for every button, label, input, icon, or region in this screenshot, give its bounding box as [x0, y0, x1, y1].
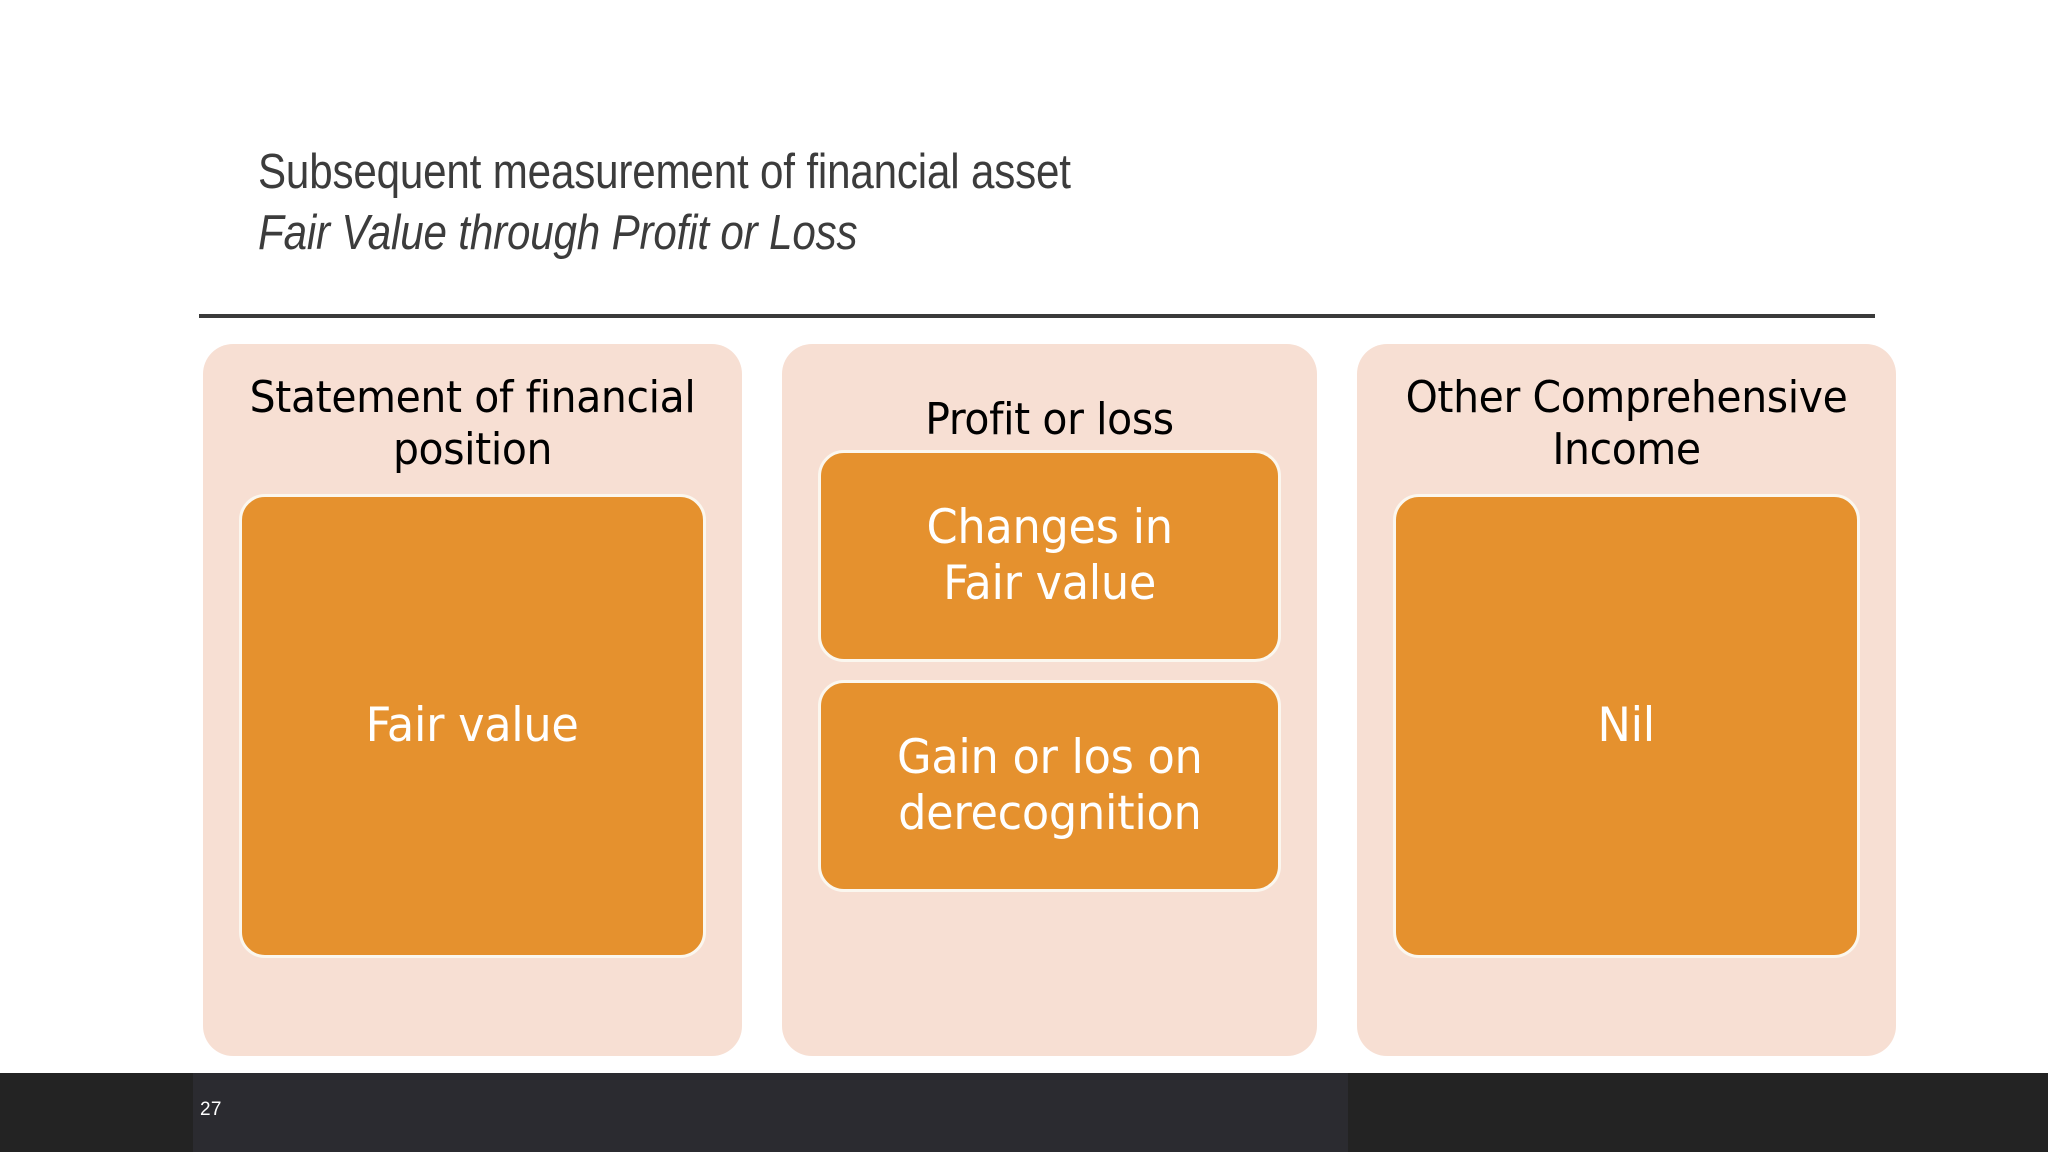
- value-box-label: Fair value: [365, 697, 580, 753]
- value-box-label: Changes in Fair value: [926, 499, 1173, 611]
- page-number: 27: [200, 1099, 222, 1120]
- column-card-profit-or-loss: Profit or loss Changes in Fair value Gai…: [782, 344, 1317, 1056]
- column-box-stack: Nil: [1357, 476, 1896, 1026]
- columns-container: Statement of financial position Fair val…: [203, 344, 1896, 1056]
- column-heading: Other Comprehensive Income: [1405, 372, 1848, 475]
- value-box-nil: Nil: [1393, 493, 1860, 958]
- page-title: Subsequent measurement of financial asse…: [258, 145, 1071, 199]
- value-box-label: Nil: [1597, 697, 1656, 753]
- column-box-stack: Fair value: [203, 476, 742, 1026]
- column-box-stack: Changes in Fair value Gain or los on der…: [782, 446, 1317, 1026]
- value-box-changes-in-fair-value: Changes in Fair value: [818, 449, 1281, 662]
- slide-title-block: Subsequent measurement of financial asse…: [258, 144, 1898, 262]
- column-card-statement-of-financial-position: Statement of financial position Fair val…: [203, 344, 742, 1056]
- column-heading: Profit or loss: [925, 394, 1174, 445]
- footer-accent-strip: [193, 1073, 1348, 1152]
- slide-footer: 27: [0, 1073, 2048, 1152]
- value-box-gain-or-loss-on-derecognition: Gain or los on derecognition: [818, 679, 1281, 892]
- value-box-label: Gain or los on derecognition: [896, 729, 1203, 841]
- value-box-fair-value: Fair value: [239, 493, 706, 958]
- title-divider: [199, 314, 1875, 318]
- column-card-other-comprehensive-income: Other Comprehensive Income Nil: [1357, 344, 1896, 1056]
- page-subtitle: Fair Value through Profit or Loss: [258, 205, 858, 260]
- column-heading: Statement of financial position: [249, 372, 696, 475]
